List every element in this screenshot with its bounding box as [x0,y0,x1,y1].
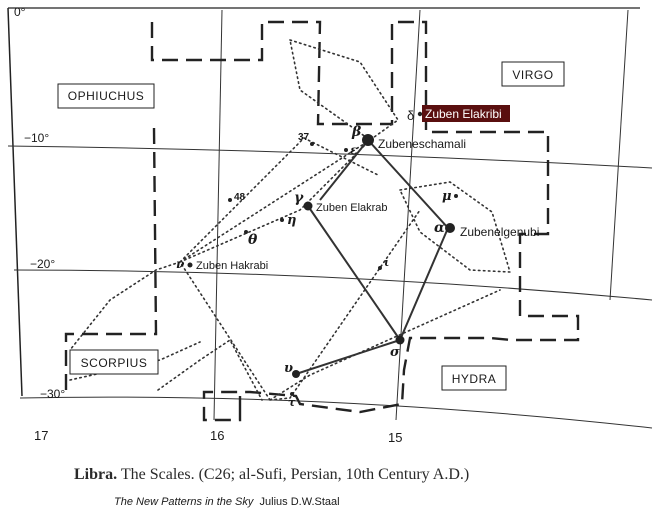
number-48: 48 [234,192,246,203]
figure-caption: Libra. The Scales. (C26; al-Sufi, Persia… [74,466,634,484]
scorpius-box [69,349,159,375]
chart-left-edge [7,7,23,397]
dec-label-minus30: −30° [40,387,65,401]
dec-line-minus20 [13,269,653,301]
star-alpha [445,223,455,233]
star-beta [362,134,374,146]
greek-upsilon: υ [284,361,293,376]
dec-label-minus20: −20° [30,257,55,271]
credit-author: Julius D.W.Staal [253,496,340,508]
number-37: 37 [298,132,310,143]
greek-iota: ι [384,256,389,269]
dec-line-minus10 [7,145,653,169]
greek-eta: η [287,213,296,228]
name-zuben-hakrabi: Zuben Hakrabi [196,260,268,272]
name-zubeneschamali: Zubeneschamali [378,137,466,151]
ra-line-16 [213,9,223,421]
star-mu [454,194,458,198]
star-tau [290,392,294,396]
ra-label-15: 15 [388,430,402,445]
hydra-label: HYDRA [452,372,497,386]
star-nu [187,262,193,268]
dec-line-minus30 [19,396,653,429]
greek-delta: δ [407,108,414,123]
caption-text: The Scales. (C26; al-Sufi, Persian, 10th… [117,466,470,483]
greek-gamma: γ [294,190,304,206]
hydra-box [441,365,507,391]
greek-theta: θ [248,232,258,248]
star-upsilon [292,370,300,378]
star-eta [280,218,284,222]
ra-label-17: 17 [34,428,48,443]
caption-title: Libra. [74,466,118,483]
name-zuben-elakribi: Zuben Elakribi [425,107,502,121]
credit-book: The New Patterns in the Sky [114,496,254,508]
scorpius-label: SCORPIUS [81,356,148,370]
virgo-box [501,61,565,87]
star-48 [228,198,232,202]
star-theta [244,230,248,234]
virgo-label: VIRGO [512,68,553,82]
greek-tau: τ [288,396,296,409]
figure-lines-solid [295,139,450,375]
ra-line-15 [395,9,421,421]
greek-epsilon: ε [350,143,358,157]
dec-label-0: 0° [14,5,26,19]
greek-mu: μ [442,189,452,204]
star-sigma [395,335,405,345]
figure-outline-dotted [69,38,512,401]
constellation-boundary [64,20,580,422]
figure-credit: The New Patterns in the Sky Julius D.W.S… [114,496,340,508]
name-zubenelgenubi: Zubenelgenubi [460,225,539,239]
ophiuchus-box [57,83,155,109]
dec-label-minus10: −10° [24,131,49,145]
greek-alpha: α [434,220,445,236]
star-epsilon [344,148,348,152]
name-zuben-elakrab: Zuben Elakrab [316,202,388,214]
highlight-zuben-elakribi [422,105,510,122]
ra-label-16: 16 [210,428,224,443]
star-gamma [303,201,313,211]
greek-beta: β [351,124,362,140]
ophiuchus-label: OPHIUCHUS [68,89,145,103]
star-delta [417,111,423,117]
ra-line-14 [609,9,629,301]
greek-sigma: σ [390,345,400,360]
star-37 [310,142,314,146]
greek-nu: ν [176,257,185,271]
star-iota [378,266,382,270]
